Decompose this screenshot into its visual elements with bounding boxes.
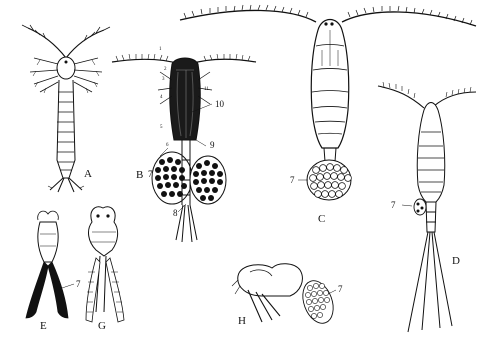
part-label-b-6: 6 — [166, 143, 169, 148]
panel-label-d: D — [452, 255, 460, 267]
part-label-b-9: 9 — [210, 140, 215, 150]
part-label-e-7: 7 — [76, 279, 81, 289]
part-label-b-10: 10 — [215, 99, 225, 109]
part-label-b-4: 4 — [160, 95, 163, 100]
panel-label-e: E — [40, 320, 47, 332]
part-label-b-3: 3 — [162, 77, 165, 82]
part-label-b-1: 1 — [159, 47, 162, 52]
part-label-b-5: 5 — [160, 125, 163, 130]
specimen-e — [26, 211, 74, 318]
part-label-d-7: 7 — [391, 200, 396, 210]
part-label-b-11: 11 — [204, 87, 209, 92]
specimen-h — [232, 264, 339, 328]
panel-label-a: A — [84, 168, 92, 180]
specimen-b — [112, 54, 256, 242]
specimen-a — [22, 25, 110, 192]
part-label-c-7: 7 — [290, 175, 295, 185]
panel-label-g: G — [98, 320, 106, 332]
part-label-b-2: 2 — [164, 67, 167, 72]
part-label-b-7: 7 — [148, 169, 153, 179]
part-label-h-7: 7 — [338, 284, 343, 294]
panel-label-c: C — [318, 213, 325, 225]
specimen-g — [86, 207, 124, 322]
panel-label-h: H — [238, 315, 246, 327]
panel-label-b: B — [136, 169, 143, 181]
part-label-b-8: 8 — [173, 208, 178, 218]
